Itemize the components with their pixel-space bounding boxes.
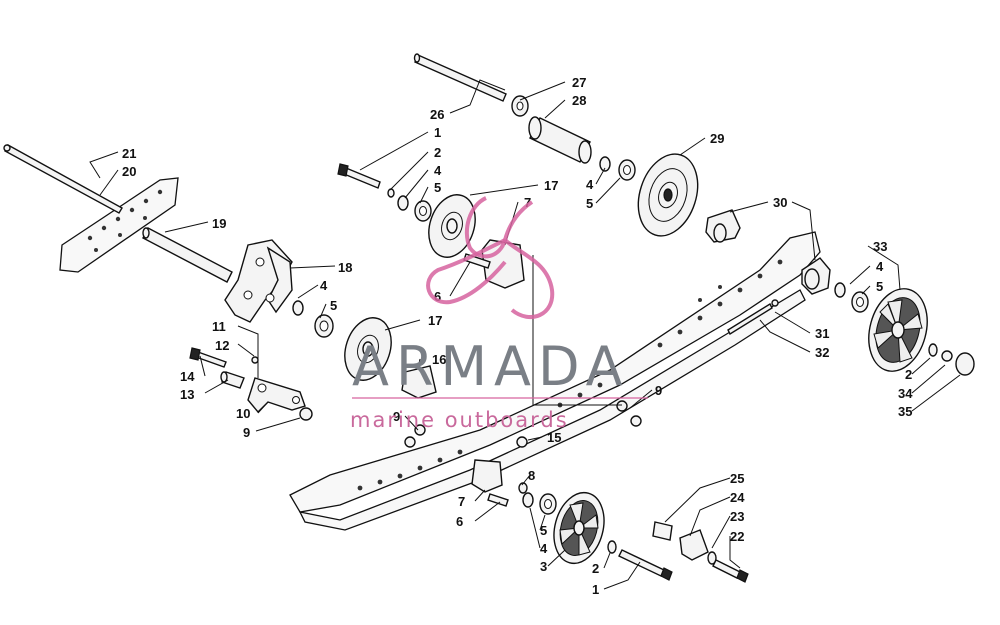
callout-16: 16 xyxy=(432,352,446,367)
wheel-33 xyxy=(868,288,928,372)
bearing-group-upper xyxy=(337,163,432,222)
shaft-26 xyxy=(413,53,507,102)
bolt-31 xyxy=(727,299,779,335)
nut-947 xyxy=(941,350,953,362)
watermark-logo-icon xyxy=(426,196,555,320)
callout-32: 32 xyxy=(815,345,829,360)
callout-9: 9 xyxy=(393,409,400,424)
wheel-3 xyxy=(553,491,605,565)
hub-30-right xyxy=(801,257,831,295)
bushing-24 xyxy=(679,529,709,561)
bracket-16 xyxy=(401,365,437,399)
callout-9: 9 xyxy=(243,425,250,440)
shaft-19 xyxy=(142,227,233,283)
bearing-group-lower xyxy=(522,492,557,515)
callout-1: 1 xyxy=(434,125,441,140)
callout-5: 5 xyxy=(586,196,593,211)
callout-7: 7 xyxy=(458,494,465,509)
callout-11: 11 xyxy=(212,319,226,334)
nut-9-center xyxy=(414,424,426,436)
bearing-group-29 xyxy=(599,156,636,181)
fitting-12 xyxy=(251,356,259,364)
callout-4: 4 xyxy=(320,278,328,293)
callout-12: 12 xyxy=(215,338,229,353)
callout-34: 34 xyxy=(898,386,913,401)
callout-27: 27 xyxy=(572,75,586,90)
shaft-21 xyxy=(3,144,123,214)
bearing-group-33 xyxy=(834,282,869,313)
callout-7: 7 xyxy=(524,195,531,210)
callout-14: 14 xyxy=(180,369,195,384)
washer-27-hole xyxy=(516,101,524,111)
callout-2: 2 xyxy=(434,145,441,160)
callout-31: 31 xyxy=(815,326,829,341)
callout-21: 21 xyxy=(122,146,136,161)
callout-2: 2 xyxy=(905,367,912,382)
callout-25: 25 xyxy=(730,471,744,486)
washer-23 xyxy=(707,551,717,565)
callout-4: 4 xyxy=(586,177,594,192)
spacer-tube-28 xyxy=(528,116,592,164)
callout-8: 8 xyxy=(528,468,535,483)
callout-labels: 21 20 19 18 4 5 11 12 14 13 10 9 26 27 2… xyxy=(122,75,913,597)
pivot-bracket-18 xyxy=(224,239,293,323)
callout-4: 4 xyxy=(434,163,442,178)
washer-34 xyxy=(928,343,938,357)
callout-35: 35 xyxy=(898,404,912,419)
callout-4: 4 xyxy=(876,259,884,274)
callout-9: 9 xyxy=(655,383,662,398)
bolt-1-lower xyxy=(618,549,673,581)
callout-6: 6 xyxy=(434,289,441,304)
callout-5: 5 xyxy=(540,523,547,538)
idler-wheel-17-upper xyxy=(428,194,476,258)
callout-19: 19 xyxy=(212,216,226,231)
spacer-25 xyxy=(652,521,673,541)
nut-9-left xyxy=(299,407,313,421)
bolt-22 xyxy=(712,559,749,583)
callout-10: 10 xyxy=(236,406,250,421)
callout-18: 18 xyxy=(338,260,352,275)
callout-3: 3 xyxy=(540,559,547,574)
bushing-13 xyxy=(220,371,245,389)
callout-1: 1 xyxy=(592,582,599,597)
idler-wheel-17-lower xyxy=(344,317,392,381)
callout-5: 5 xyxy=(876,279,883,294)
callout-26: 26 xyxy=(430,107,444,122)
callout-15: 15 xyxy=(547,430,561,445)
left-rail-top xyxy=(59,177,179,273)
nut-410 xyxy=(404,436,416,448)
callout-4: 4 xyxy=(540,541,548,556)
callout-22: 22 xyxy=(730,529,744,544)
hub-30-left xyxy=(705,209,741,243)
callout-20: 20 xyxy=(122,164,136,179)
callout-17: 17 xyxy=(544,178,558,193)
washer-2-lower xyxy=(607,540,617,554)
callout-5: 5 xyxy=(434,180,441,195)
cap-35 xyxy=(955,352,975,376)
callout-29: 29 xyxy=(710,131,724,146)
watermark-brand: ARMADA xyxy=(352,335,630,398)
callout-5: 5 xyxy=(330,298,337,313)
bolt-14 xyxy=(189,347,227,368)
callout-2: 2 xyxy=(592,561,599,576)
callout-23: 23 xyxy=(730,509,744,524)
callout-33: 33 xyxy=(873,239,887,254)
nut-9-right-b xyxy=(630,415,642,427)
link-arm-10 xyxy=(247,377,306,414)
callout-17: 17 xyxy=(428,313,442,328)
watermark-tagline: marine outboards xyxy=(350,408,569,432)
bearing-group-left xyxy=(292,300,334,338)
callout-6: 6 xyxy=(456,514,463,529)
callout-13: 13 xyxy=(180,387,194,402)
nut-9-right-a xyxy=(616,400,628,412)
block-7-lower xyxy=(471,459,509,507)
callout-28: 28 xyxy=(572,93,586,108)
washer-15 xyxy=(516,436,528,448)
idler-wheel-29 xyxy=(637,153,699,237)
callout-30: 30 xyxy=(773,195,787,210)
callout-24: 24 xyxy=(730,490,745,505)
